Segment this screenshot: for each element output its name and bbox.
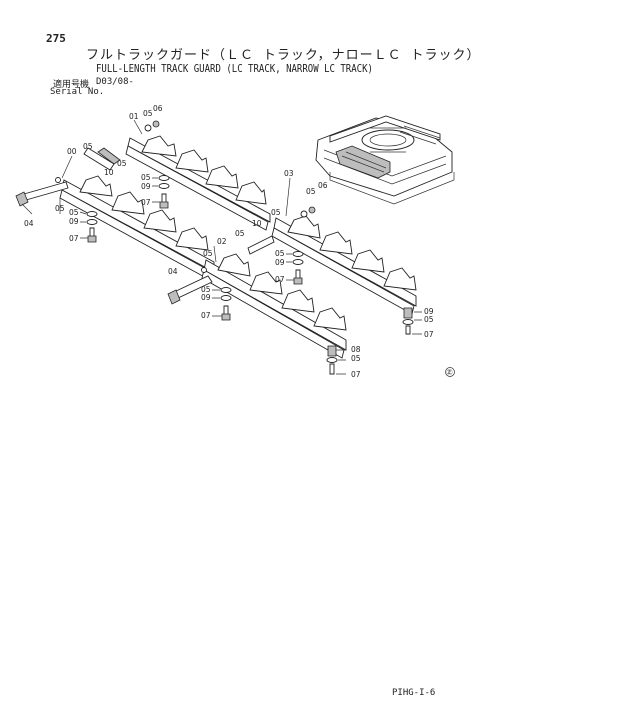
document-code: PIHG-I-6 [392,688,436,698]
callout-10: 10 [252,219,262,228]
callout-05: 05 [143,109,153,118]
serial-label-japanese: 適用号機 [53,80,90,90]
callout-05: 05 [424,315,434,324]
callout-07: 07 [351,370,361,379]
callout-07: 07 [69,234,79,243]
callout-02: 02 [217,237,227,246]
title-english: FULL-LENGTH TRACK GUARD (LC TRACK, NARRO… [96,62,373,75]
stamp-glyph: ㊣ [447,369,453,377]
callout-05: 05 [235,229,245,238]
serial-label-english: Serial No. [50,87,105,97]
callout-09: 09 [424,307,434,316]
callout-05: 05 [306,187,316,196]
callout-05: 05 [201,285,211,294]
callout-01: 01 [129,112,139,121]
track-guard-lower [167,253,347,359]
callout-05: 05 [271,208,281,217]
callout-04: 04 [24,219,34,228]
leader-lines [21,119,422,375]
callout-08: 08 [351,345,361,354]
callout-09: 09 [141,182,151,191]
callout-05: 05 [117,159,127,168]
callout-05: 05 [351,354,361,363]
page-number: 275 [46,32,66,45]
serial-range: D03/08- [96,77,134,87]
callout-05: 05 [83,142,93,151]
callout-03: 03 [284,169,294,178]
callout-07: 07 [141,198,151,207]
title-japanese: フルトラックガード（ＬＣ トラック，ナローＬＣ トラック） [86,48,481,63]
callout-09: 09 [275,258,285,267]
callout-06: 06 [318,181,328,190]
callout-05: 05 [141,173,151,182]
callout-labels: 01 05 06 05 00 05 10 05 09 07 05 04 05 0… [24,104,434,379]
callout-07: 07 [201,311,211,320]
callout-05: 05 [203,249,213,258]
callout-05: 05 [55,204,65,213]
hardware-stacks [86,175,414,375]
circled-stamp: ㊣ [445,367,455,377]
callout-06: 06 [153,104,163,113]
callout-05: 05 [275,249,285,258]
callout-07: 07 [275,275,285,284]
callout-10: 10 [104,168,114,177]
track-guard-upper-left [15,120,271,281]
callout-07: 07 [424,330,434,339]
track-guard-right [247,206,417,315]
callout-09: 09 [69,217,79,226]
callout-09: 09 [201,293,211,302]
callout-05: 05 [69,208,79,217]
undercarriage-reference-illustration [315,115,455,205]
callout-04: 04 [168,267,178,276]
callout-00: 00 [67,147,77,156]
